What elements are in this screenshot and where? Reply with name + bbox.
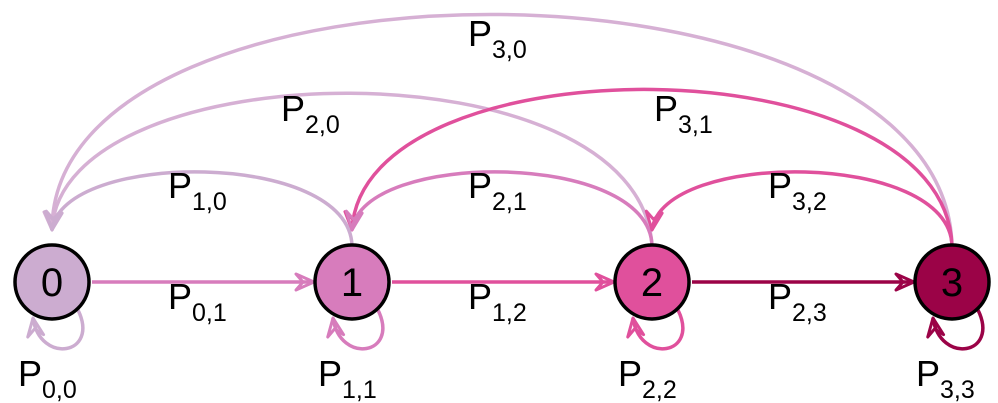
label-p20: P2,0 bbox=[281, 88, 340, 139]
edge-2-to-1 bbox=[344, 170, 654, 247]
label-base: P bbox=[18, 353, 42, 394]
label-base: P bbox=[168, 276, 192, 317]
label-subscript: 3,3 bbox=[940, 376, 975, 403]
edge-3-to-2 bbox=[644, 170, 954, 247]
edge-3-to-1 bbox=[343, 87, 954, 247]
label-p32: P3,2 bbox=[768, 165, 827, 216]
state-node-1: 1 bbox=[313, 243, 391, 321]
label-p11: P1,1 bbox=[318, 353, 377, 403]
label-subscript: 2,2 bbox=[642, 376, 677, 403]
edge-0-to-0 bbox=[26, 309, 85, 351]
label-p00: P0,0 bbox=[18, 353, 77, 403]
label-base: P bbox=[281, 88, 305, 129]
edge-1-to-0 bbox=[44, 170, 354, 247]
label-subscript: 3,1 bbox=[678, 111, 713, 139]
label-base: P bbox=[318, 353, 342, 394]
label-base: P bbox=[168, 165, 192, 206]
label-subscript: 2,3 bbox=[792, 299, 827, 327]
edge-1-to-1 bbox=[326, 309, 385, 351]
state-label: 1 bbox=[341, 261, 363, 305]
label-subscript: 1,1 bbox=[342, 376, 377, 403]
label-subscript: 3,2 bbox=[792, 188, 827, 216]
label-base: P bbox=[916, 353, 940, 394]
label-base: P bbox=[654, 88, 678, 129]
state-label: 0 bbox=[41, 261, 63, 305]
state-node-0: 0 bbox=[13, 243, 91, 321]
label-p33: P3,3 bbox=[916, 353, 975, 403]
label-subscript: 3,0 bbox=[492, 36, 527, 64]
label-subscript: 0,1 bbox=[192, 299, 227, 327]
label-base: P bbox=[468, 13, 492, 54]
label-p30: P3,0 bbox=[468, 13, 527, 64]
label-subscript: 2,0 bbox=[305, 111, 340, 139]
label-base: P bbox=[768, 276, 792, 317]
label-base: P bbox=[768, 165, 792, 206]
label-subscript: 1,2 bbox=[492, 299, 527, 327]
label-base: P bbox=[468, 165, 492, 206]
label-p21: P2,1 bbox=[468, 165, 527, 216]
label-base: P bbox=[618, 353, 642, 394]
label-p12: P1,2 bbox=[468, 276, 527, 327]
state-node-2: 2 bbox=[613, 243, 691, 321]
state-node-3: 3 bbox=[913, 243, 991, 321]
label-p23: P2,3 bbox=[768, 276, 827, 327]
state-label: 3 bbox=[941, 261, 963, 305]
label-subscript: 0,0 bbox=[42, 376, 77, 403]
label-p10: P1,0 bbox=[168, 165, 227, 216]
edge-2-to-2 bbox=[626, 309, 685, 351]
edge-3-to-3 bbox=[926, 309, 985, 351]
edge-3-to-0 bbox=[42, 12, 954, 247]
label-p31: P3,1 bbox=[654, 88, 713, 139]
label-base: P bbox=[468, 276, 492, 317]
label-subscript: 1,0 bbox=[192, 188, 227, 216]
label-p22: P2,2 bbox=[618, 353, 677, 403]
state-label: 2 bbox=[641, 261, 663, 305]
label-p01: P0,1 bbox=[168, 276, 227, 327]
label-subscript: 2,1 bbox=[492, 188, 527, 216]
edge-2-to-0 bbox=[43, 91, 654, 247]
